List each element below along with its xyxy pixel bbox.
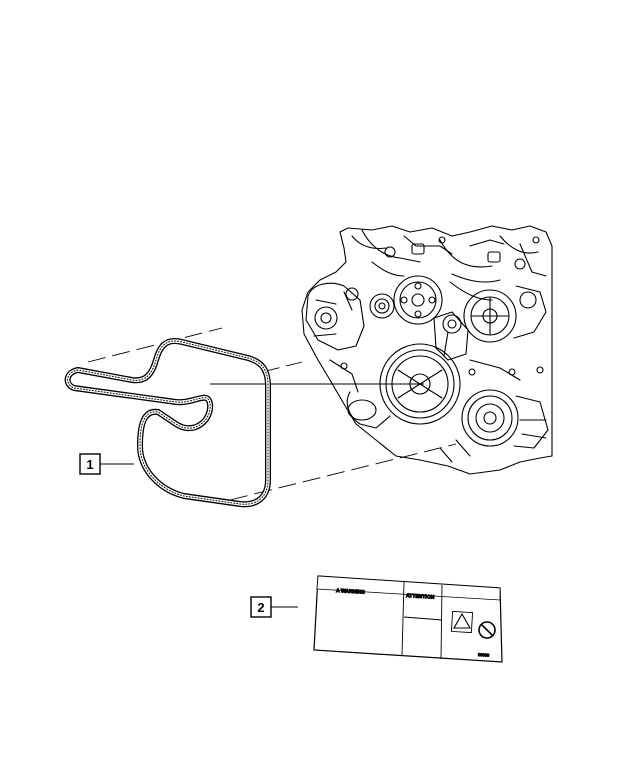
engine-front-illustration	[301, 225, 553, 475]
label-header-left: A WARNING	[336, 588, 365, 596]
label-header-right: ATTENTION	[406, 593, 435, 601]
warning-label: A WARNING ATTENTION 00000	[313, 575, 503, 663]
label-code: 00000	[478, 652, 490, 658]
callout-2-number: 2	[257, 600, 264, 615]
callout-1: 1	[79, 453, 134, 475]
serpentine-belt	[64, 338, 271, 508]
callout-2: 2	[250, 596, 298, 618]
projection-lines	[87, 327, 457, 501]
callout-1-number: 1	[86, 457, 93, 472]
prohibition-icon	[478, 621, 496, 639]
warning-triangle-icon	[453, 612, 471, 629]
